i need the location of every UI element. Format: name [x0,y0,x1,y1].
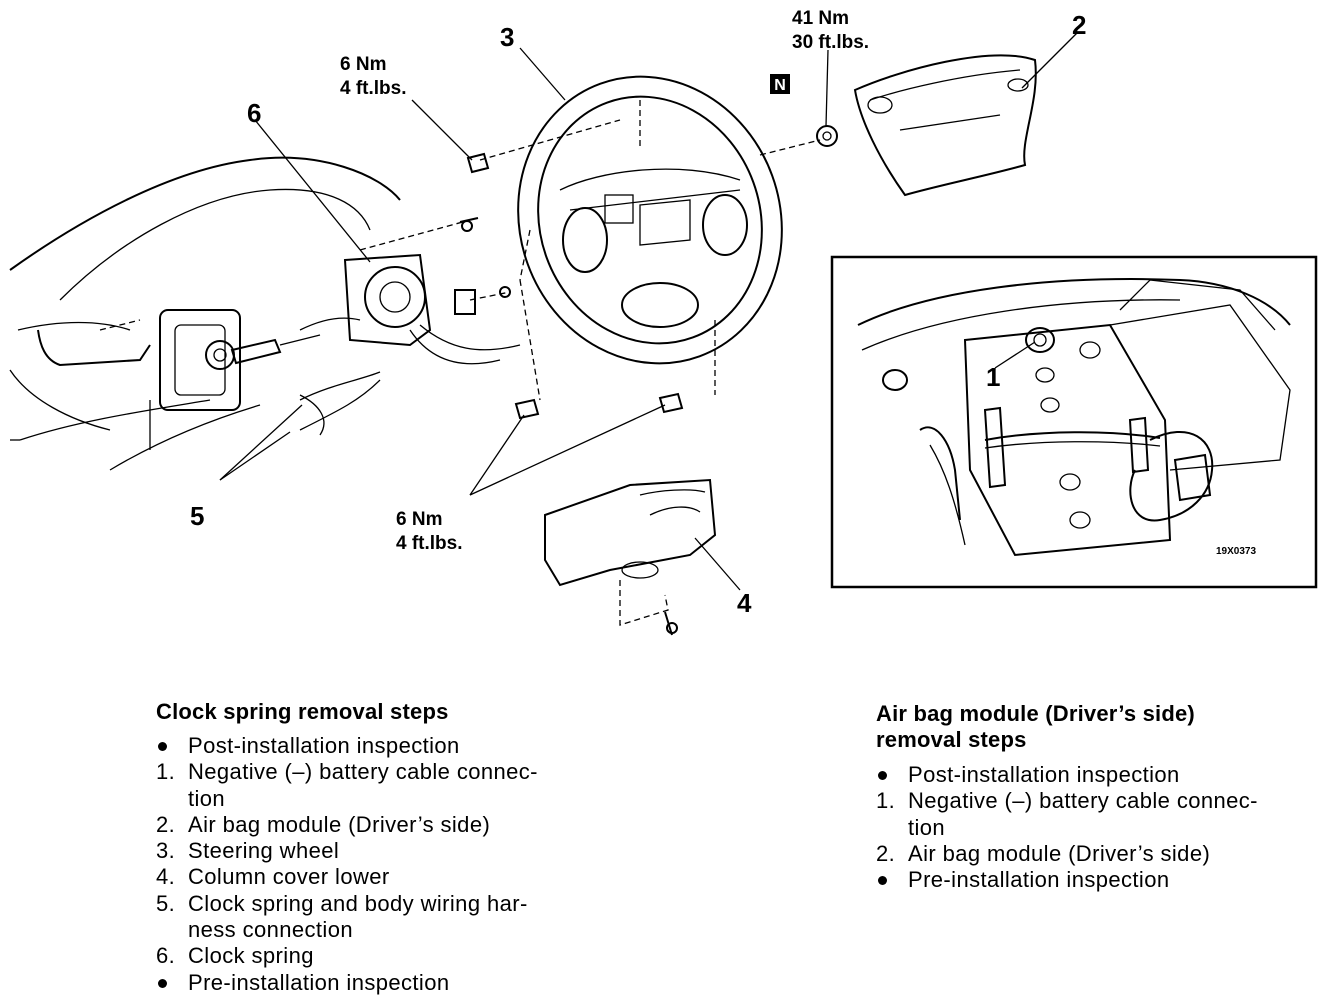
callout-5: 5 [190,501,204,531]
torque-bottom-ftlbs: 4 ft.lbs. [396,533,463,554]
step-number: 6. [156,943,176,969]
step-number: 1. [156,759,176,785]
clock-spring-step-text: Air bag module (Driver’s side) [188,811,491,837]
air-bag-module-removal-steps: Air bag module (Driver’s side) removal s… [876,701,1341,893]
air-bag-steps-title-line-1: Air bag module (Driver’s side) [876,701,1195,726]
clock-spring-step-text: ness connection [188,917,353,943]
inset-figure-code: 19X0373 [1216,546,1256,557]
callout-2: 2 [1072,10,1086,40]
steering-wheel-drawing [479,75,821,401]
air-bag-step-text: Negative (–) battery cable connec- [908,788,1258,814]
step-number: 2. [876,840,896,866]
clock-spring-step-item: 1. Negative (–) battery cable connec-tion [156,759,626,812]
step-number: 3. [156,838,176,864]
inset-callout-1: 1 [986,362,1000,392]
torque-top-left-ftlbs: 4 ft.lbs. [340,78,407,99]
air-bag-step-text: Pre-installation inspection [908,867,1170,893]
clock-spring-step-text: Column cover lower [188,864,390,890]
air-bag-steps-title: Air bag module (Driver’s side) removal s… [876,701,1341,753]
nut-marker-label: N [774,77,786,94]
clock-spring-step-item: 3. Steering wheel [156,838,626,864]
air-bag-step-list: Post-installation inspection 1. Negative (… [876,762,1341,893]
step-number: 2. [156,811,176,837]
callout-3: 3 [500,22,514,52]
callout-4: 4 [737,588,752,618]
clock-spring-step-text: tion [188,785,226,811]
clock-spring-drawing [299,217,521,436]
clock-spring-step-item: Post-installation inspection [156,733,626,759]
torque-labels: 6 Nm 4 ft.lbs. 41 Nm 30 ft.lbs. 6 Nm 4 f… [340,8,869,554]
step-number: 5. [156,890,176,916]
air-bag-steps-title-line-2: removal steps [876,727,1027,752]
column-cover-drawing [544,478,717,636]
torque-top-right-nm: 41 Nm [792,8,849,29]
step-number: 1. [876,788,896,814]
torque-bottom-nm: 6 Nm [396,509,442,530]
fastener-drawings [466,125,838,420]
clock-spring-step-text: Steering wheel [188,838,340,864]
steering-column-drawing [159,309,361,411]
clock-spring-step-list: Post-installation inspection 1. Negative (… [156,733,626,996]
clock-spring-step-item: 2. Air bag module (Driver’s side) [156,812,626,838]
air-bag-step-text: Post-installation inspection [908,762,1180,787]
air-bag-module-drawing [853,54,1037,197]
clock-spring-step-text: Clock spring [188,943,314,969]
step-number: 4. [156,864,176,890]
clock-spring-step-text: Clock spring and body wiring har- [188,890,528,916]
clock-spring-step-text: Pre-installation inspection [188,969,450,995]
clock-spring-step-item: 5. Clock spring and body wiring har-ness … [156,891,626,944]
clock-spring-removal-steps: Clock spring removal steps Post-installa… [156,699,626,996]
clock-spring-step-item: 6. Clock spring [156,943,626,969]
leader-lines [219,31,1079,591]
nut-marker: N [770,74,790,94]
air-bag-step-item: 1. Negative (–) battery cable connec-tion [876,788,1341,841]
callout-6: 6 [247,98,261,128]
clock-spring-steps-title: Clock spring removal steps [156,699,449,724]
dashboard-drawing [9,156,401,471]
clock-spring-step-item: Pre-installation inspection [156,970,626,996]
air-bag-step-text: tion [908,814,946,840]
air-bag-step-item: Pre-installation inspection [876,867,1341,893]
air-bag-step-item: Post-installation inspection [876,762,1341,788]
inset-detail-view: 1 19X0373 [830,255,1318,589]
torque-top-right-ftlbs: 30 ft.lbs. [792,32,869,53]
clock-spring-step-item: 4. Column cover lower [156,864,626,890]
air-bag-step-text: Air bag module (Driver’s side) [908,840,1211,866]
torque-top-left-nm: 6 Nm [340,54,386,75]
air-bag-step-item: 2. Air bag module (Driver’s side) [876,841,1341,867]
clock-spring-step-text: Post-installation inspection [188,733,460,758]
callout-labels: 2 3 6 5 4 [190,10,1086,618]
clock-spring-step-text: Negative (–) battery cable connec- [188,759,538,785]
